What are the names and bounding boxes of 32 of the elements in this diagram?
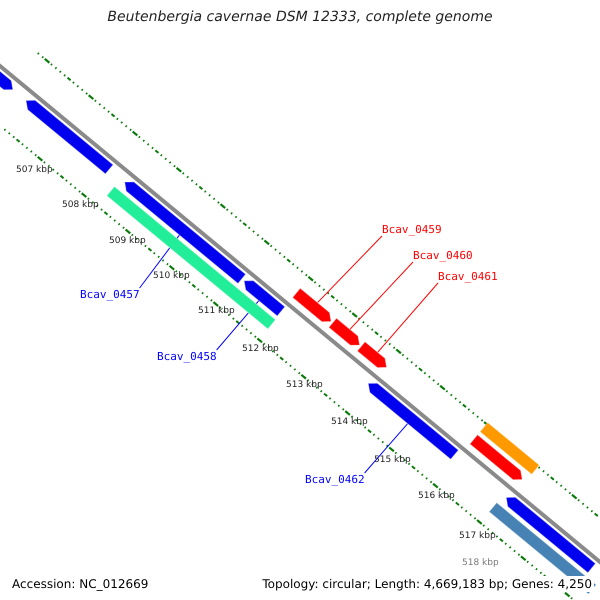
gene-feature	[244, 280, 286, 317]
leader-line	[317, 236, 382, 304]
gene-feature	[469, 434, 523, 480]
gene-label: Bcav_0458	[157, 350, 217, 363]
gene-label: Bcav_0457	[80, 288, 140, 301]
scale-label: 512 kbp	[242, 344, 279, 354]
info-text: Accession: NC_012669	[10, 576, 150, 592]
scale-label: 516 kbp	[418, 491, 455, 501]
gene-label: Bcav_0462	[305, 473, 365, 486]
gene-label: Bcav_0461	[438, 270, 498, 283]
gene-feature	[124, 181, 246, 284]
leader-line	[377, 282, 438, 353]
scale-label: 518 kbp	[462, 558, 499, 568]
info-text: Topology: circular; Length: 4,669,183 bp; Genes: 4,250	[260, 576, 594, 592]
gene-feature	[292, 288, 332, 322]
scale-label: 507 kbp	[16, 165, 53, 175]
gene-feature	[506, 496, 596, 574]
gene-label: Bcav_0460	[413, 249, 473, 262]
gene-label: Bcav_0459	[382, 223, 442, 236]
gene-feature	[356, 341, 388, 368]
scale-label: 517 kbp	[459, 531, 496, 541]
gene-block	[479, 422, 540, 476]
leader-line	[364, 423, 408, 474]
title: Beutenbergia cavernae DSM 12333, complete genome	[106, 9, 494, 25]
scale-label: 513 kbp	[286, 380, 323, 390]
scale-label: 509 kbp	[109, 236, 146, 246]
scale-label: 510 kbp	[153, 271, 190, 281]
gene-feature	[328, 318, 360, 346]
scale-label: 511 kbp	[198, 306, 235, 316]
leader-line	[349, 262, 414, 330]
scale-label: 508 kbp	[62, 200, 99, 210]
scale-label: 515 kbp	[374, 455, 411, 465]
